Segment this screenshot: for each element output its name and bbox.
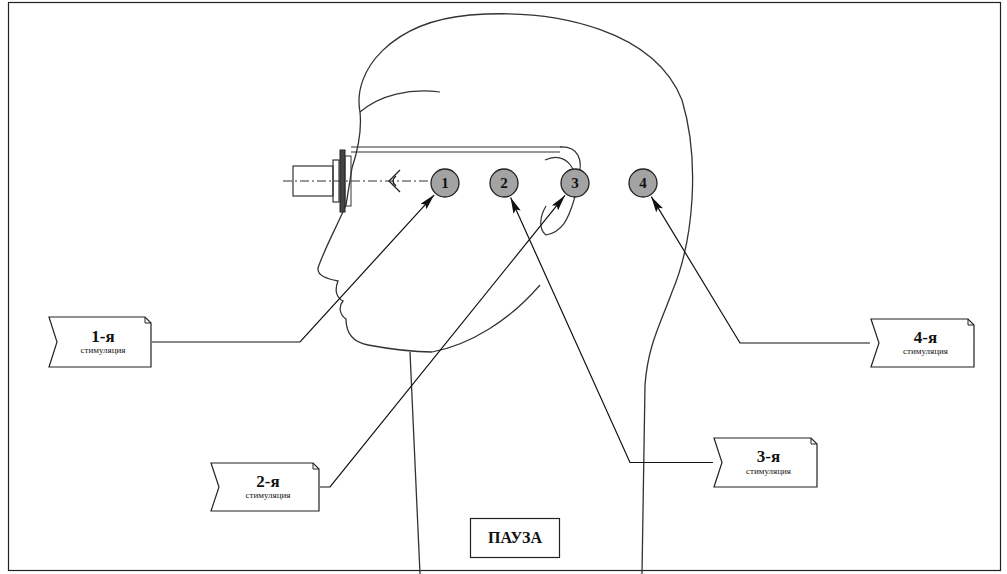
banner-outline [49,317,151,367]
leader-arrow [651,197,870,343]
callout-number: 2 [500,175,508,192]
stimulation-callout: 2-ястимуляция [210,462,320,512]
pause-label: ПАУЗА [488,529,542,547]
banner-outline [211,463,319,511]
eye [389,170,400,192]
stimulation-point: 3 [560,168,590,198]
stimulation-callout: 4-ястимуляция [870,318,975,368]
callout-number: 4 [639,175,647,192]
eyepiece [293,166,333,196]
lens-plate [340,150,345,212]
stimulation-point: 2 [489,168,519,198]
point-circle-outline [561,169,589,197]
stimulation-point: 4 [628,168,658,198]
leader-arrow [152,195,434,342]
leader-arrow [511,198,713,463]
stimulation-point: 1 [430,168,460,198]
pause-box: ПАУЗА [470,518,560,558]
box-outline [471,519,560,558]
stimulation-order: 3-я [757,448,780,467]
stimulation-callout: 3-ястимуляция [713,437,818,488]
stimulation-label: стимуляция [903,347,948,357]
stimulation-callout: 1-ястимуляция [48,316,152,368]
lens-frame [345,156,351,206]
point-circle-outline [490,169,518,197]
banner-fold [811,438,817,444]
head-outline [359,14,693,574]
stimulation-order: 2-я [256,473,279,492]
banner-outline [871,319,974,367]
eye-pupil [393,176,396,186]
optical-axis [283,181,428,182]
stimulation-label: стимуляция [746,467,791,477]
banner-fold [145,317,151,323]
banner-fold [968,319,974,325]
point-circle-outline [431,169,459,197]
stimulation-label: стимуляция [81,346,126,356]
banner-fold [313,463,319,469]
callout-number: 1 [441,175,449,192]
banner-outline [714,438,817,487]
stimulation-label: стимуляция [246,491,291,501]
glasses-temple [351,151,560,152]
eyepiece-ring [333,160,339,202]
jaw-line [432,285,540,352]
leader-arrow [320,195,565,487]
stimulation-order: 1-я [91,328,114,347]
frame [9,3,1001,571]
face-profile [318,112,432,352]
hairline [360,91,440,112]
point-circle-outline [629,169,657,197]
callout-number: 3 [571,175,579,192]
stimulation-order: 4-я [914,329,937,348]
glasses-temple [351,146,562,147]
